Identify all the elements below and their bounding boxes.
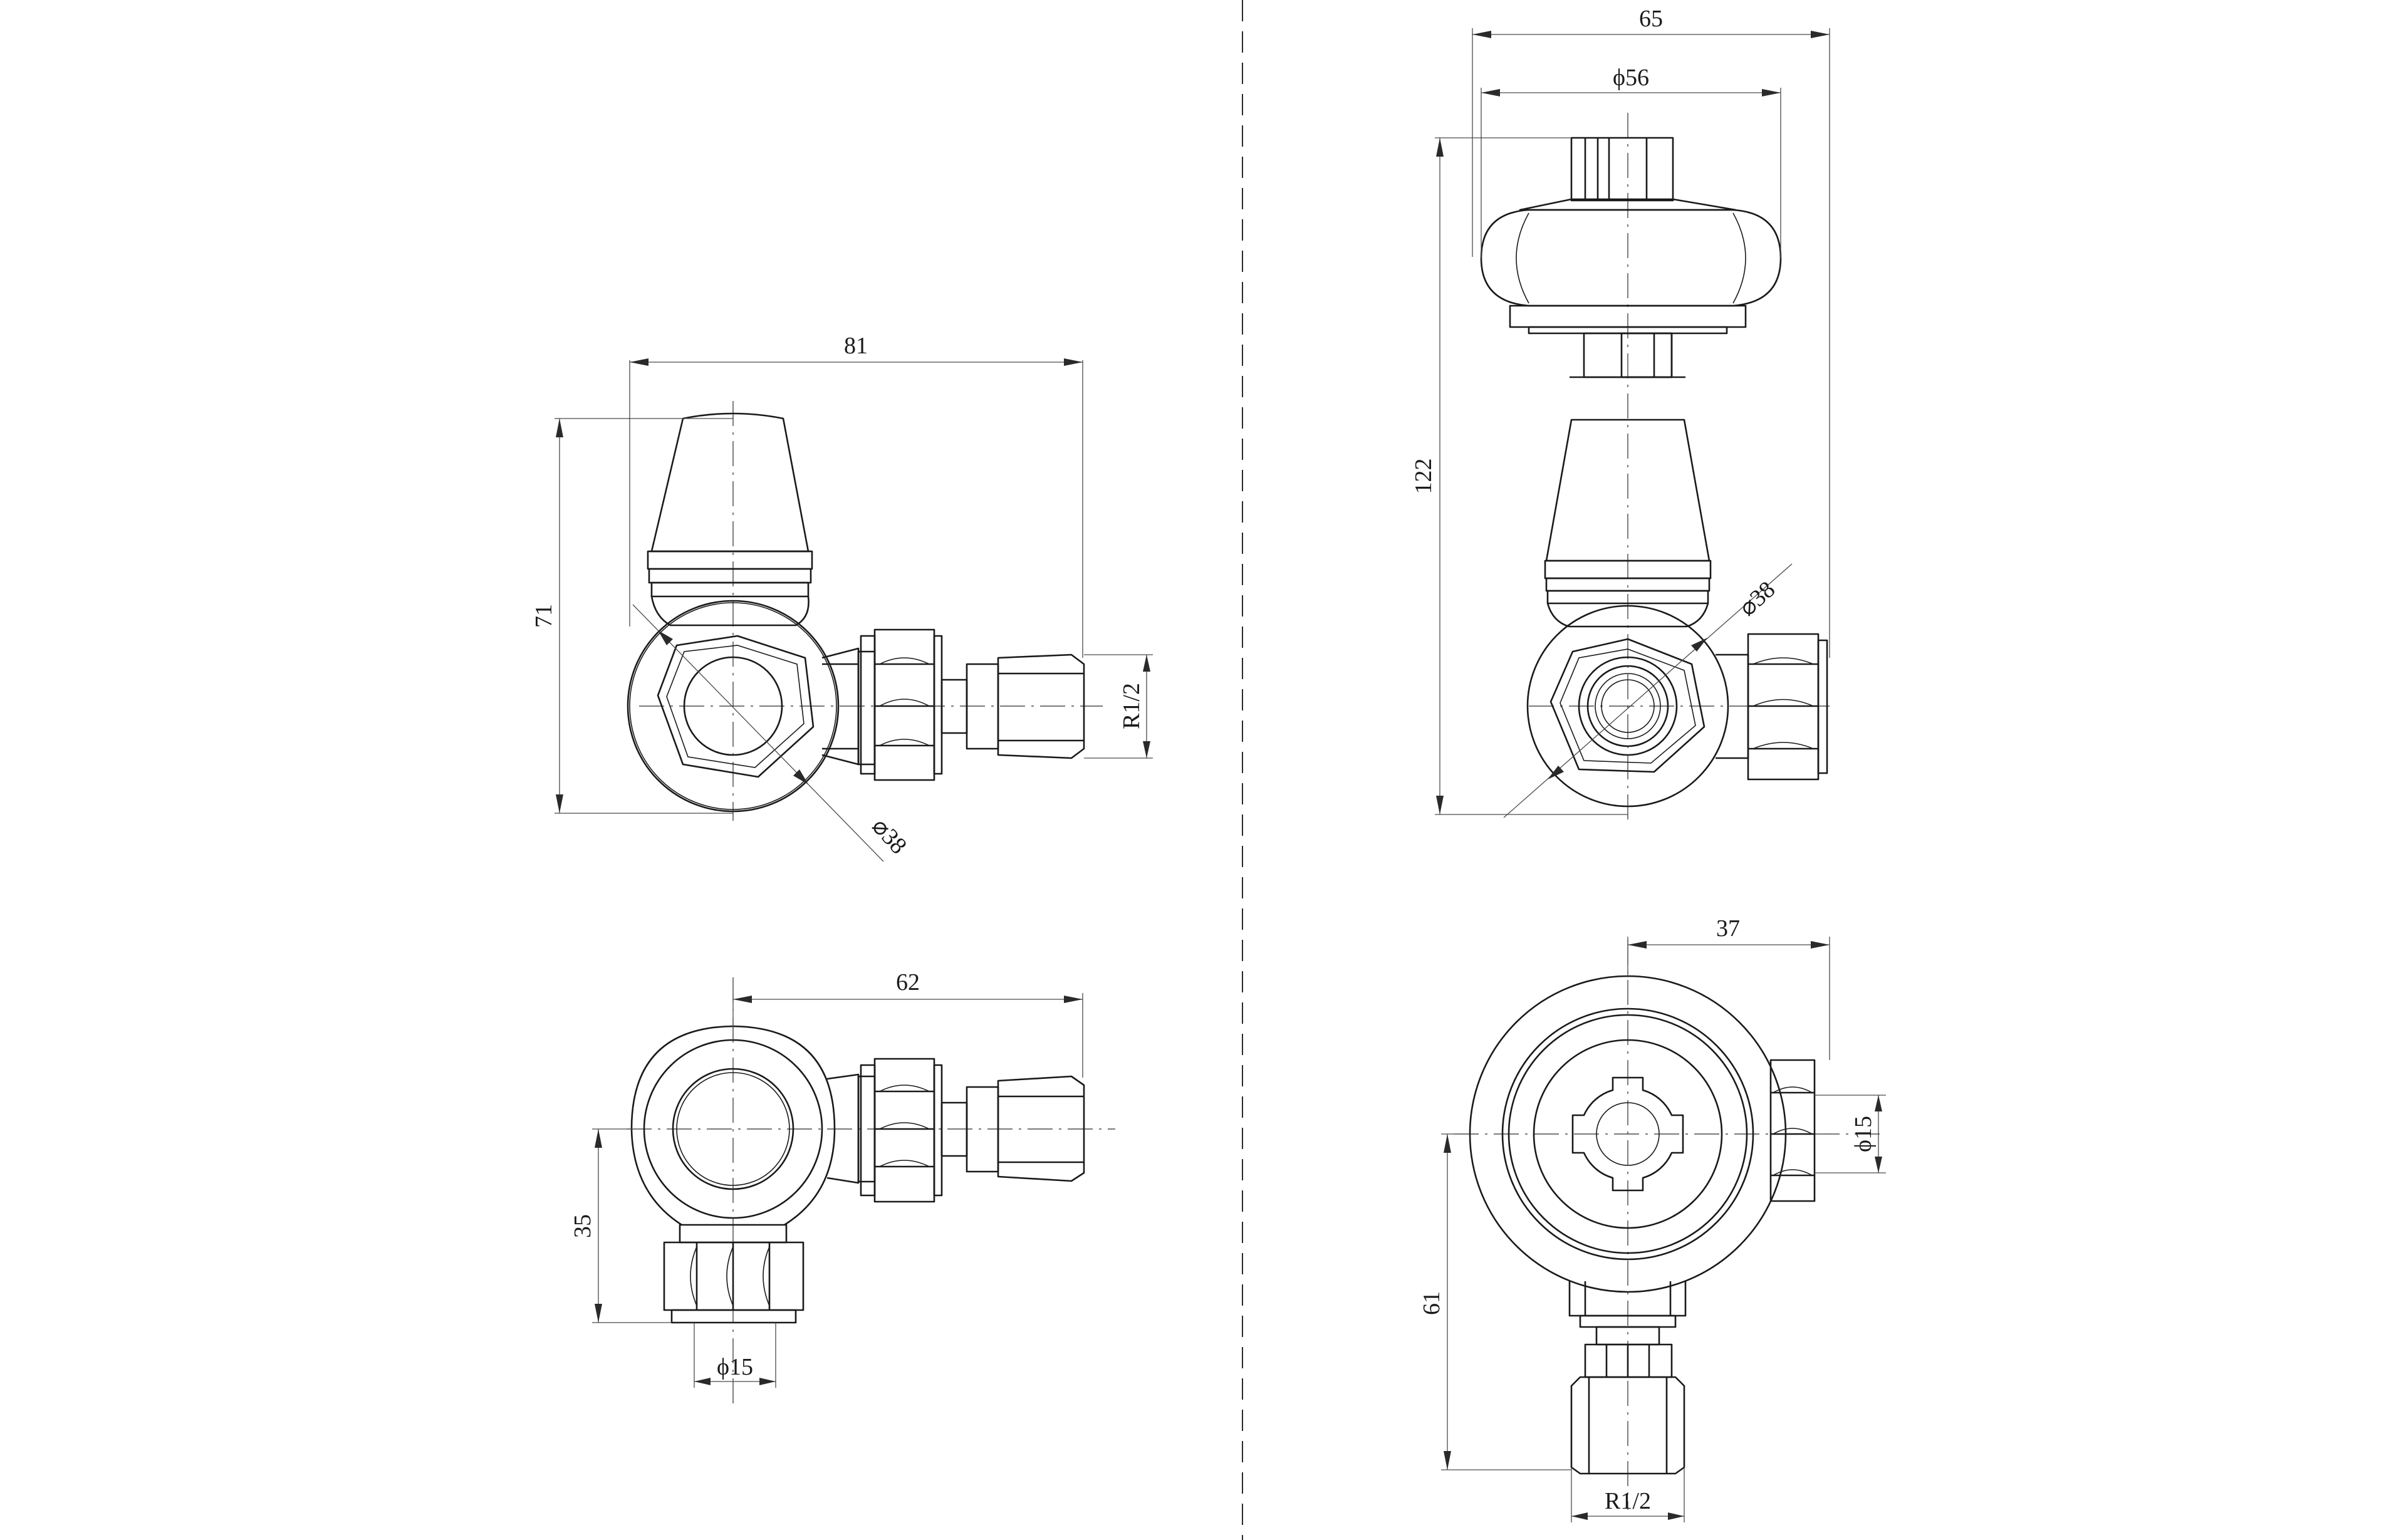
side-compression-nut-plan bbox=[873, 1058, 935, 1203]
dim-width-81: 81 bbox=[844, 333, 868, 359]
dim-offset-37: 37 bbox=[1716, 915, 1740, 942]
valve-head bbox=[650, 412, 810, 553]
spindle-castellation bbox=[1571, 1076, 1684, 1192]
dim-diameter-56: ϕ56 bbox=[1613, 65, 1649, 91]
dim-thread-r12-underside: R1/2 bbox=[1605, 1488, 1651, 1514]
front-view-dimensions: 65 ϕ56 122 ⌀38 bbox=[1410, 6, 1830, 818]
plan-view-dimensions: 62 35 ϕ15 bbox=[570, 969, 1083, 1388]
tail-fitting-underside bbox=[1570, 1376, 1685, 1475]
side-view-dimensions: 81 71 ⌀38 R1/2 bbox=[531, 333, 1153, 862]
dim-drop-61: 61 bbox=[1419, 1291, 1445, 1315]
side-view bbox=[627, 401, 1103, 821]
dim-width-65: 65 bbox=[1639, 6, 1663, 32]
hex-nut-front bbox=[1549, 638, 1706, 773]
dim-diameter-38: ⌀38 bbox=[867, 813, 912, 859]
dim-drop-35: 35 bbox=[570, 1214, 596, 1238]
tail-fitting-plan bbox=[997, 1075, 1085, 1182]
dim-height-122: 122 bbox=[1410, 459, 1437, 494]
spindle-cap bbox=[1570, 137, 1674, 202]
dim-thread-r12: R1/2 bbox=[1118, 683, 1145, 729]
dim-length-62: 62 bbox=[896, 969, 920, 996]
plan-view bbox=[627, 977, 1115, 1403]
valve-body bbox=[627, 600, 840, 813]
compression-nut bbox=[873, 628, 935, 781]
handwheel bbox=[1480, 209, 1782, 307]
dim-diameter-15: ϕ15 bbox=[717, 1354, 753, 1380]
underside-view bbox=[1454, 940, 1886, 1510]
hex-nut bbox=[657, 635, 815, 778]
dim-diameter-38-front: ⌀38 bbox=[1734, 576, 1780, 622]
dim-height-71: 71 bbox=[531, 604, 557, 628]
valve-body-front bbox=[1526, 605, 1729, 808]
front-view bbox=[1480, 113, 1830, 821]
dim-diameter-15-underside: ϕ15 bbox=[1850, 1116, 1877, 1152]
tail-fitting bbox=[997, 653, 1085, 759]
underside-view-dimensions: 37 ϕ15 61 R1/2 bbox=[1419, 915, 1886, 1522]
